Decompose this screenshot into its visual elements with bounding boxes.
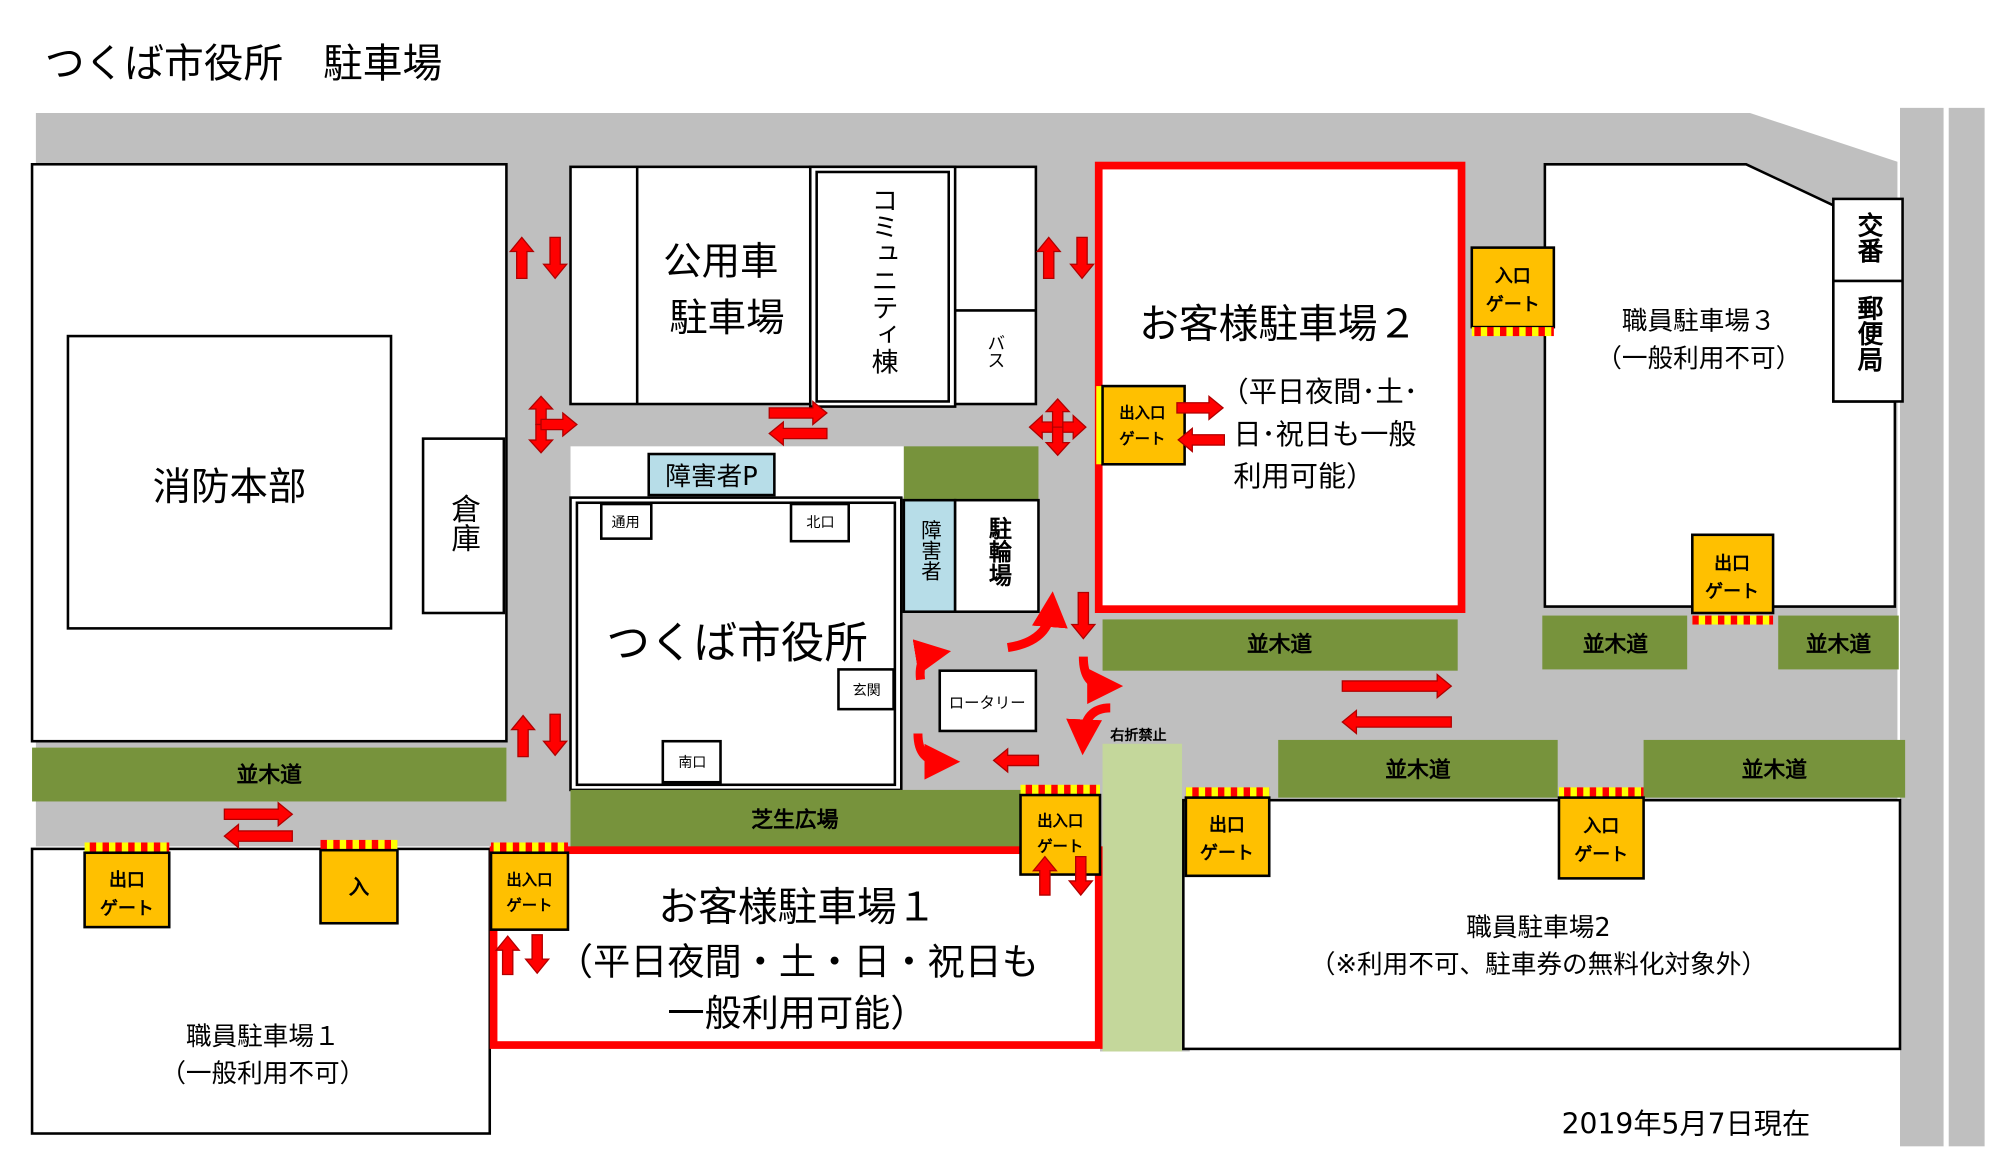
direction-arrow-icon bbox=[1341, 709, 1452, 735]
curve-arrow-icon bbox=[1006, 591, 1068, 653]
svg-text:お客様駐車場１: お客様駐車場１ bbox=[658, 885, 936, 931]
direction-arrow-icon bbox=[508, 236, 535, 280]
svg-text:出入口ゲート: 出入口ゲート bbox=[1119, 403, 1165, 448]
map-title: つくば市役所 駐車場 bbox=[45, 41, 442, 87]
svg-text:並木道: 並木道 bbox=[237, 762, 303, 788]
direction-arrow-icon bbox=[223, 823, 293, 849]
gate-staff-2-exit: 出口ゲート bbox=[1184, 787, 1271, 878]
svg-text:出口ゲート: 出口ゲート bbox=[1200, 814, 1254, 864]
door-entrance: 玄関 bbox=[853, 682, 881, 699]
direction-arrow-icon bbox=[1341, 673, 1453, 699]
community-label: コミュニティ棟 bbox=[867, 186, 898, 374]
gate-staff-3-exit: 出口ゲート bbox=[1691, 533, 1775, 625]
svg-text:並木道: 並木道 bbox=[1742, 757, 1808, 783]
bus-label: バス bbox=[984, 334, 1005, 370]
gate-staff-1-entry: 入 bbox=[319, 839, 399, 925]
accessible-parking-label: 障害者P bbox=[665, 462, 757, 492]
direction-arrow-icon bbox=[542, 236, 569, 280]
staff-parking-3: 職員駐車場３ （一般利用不可） 交番 郵便局 bbox=[1543, 163, 1904, 608]
svg-text:出口ゲート: 出口ゲート bbox=[100, 869, 154, 919]
direction-arrow-icon bbox=[768, 420, 828, 447]
walkway bbox=[1102, 743, 1183, 1052]
fire-hq-label: 消防本部 bbox=[153, 465, 307, 510]
direction-arrow-icon bbox=[494, 935, 521, 976]
direction-arrow-icon bbox=[768, 400, 828, 426]
svg-text:（※利用不可、駐車券の無料化対象外）: （※利用不可、駐車券の無料化対象外） bbox=[1310, 950, 1767, 980]
direction-arrow-icon bbox=[1176, 394, 1225, 421]
direction-arrow-icon bbox=[540, 411, 578, 438]
direction-arrow-icon bbox=[1177, 427, 1225, 453]
direction-arrow-icon bbox=[524, 934, 551, 975]
gate-staff-3-entry: 入口ゲート bbox=[1470, 246, 1556, 337]
gate-visitor-2: 出入口ゲート bbox=[1096, 384, 1186, 466]
direction-arrow-icon bbox=[1070, 591, 1097, 640]
rotary-label: ロータリー bbox=[949, 694, 1026, 712]
gate-staff-1-exit: 出口ゲート bbox=[83, 842, 171, 929]
svg-text:出口ゲート: 出口ゲート bbox=[1705, 552, 1759, 602]
direction-arrow-icon bbox=[1044, 397, 1071, 428]
direction-arrow-icon bbox=[542, 713, 569, 757]
direction-arrow-icon bbox=[510, 714, 536, 758]
rotary-flow-arrows bbox=[912, 591, 1124, 780]
no-right-turn-label: 右折禁止 bbox=[1109, 727, 1166, 744]
svg-text:並木道: 並木道 bbox=[1583, 631, 1649, 657]
official-block: 公用車 駐車場 コミュニティ棟 バス bbox=[569, 165, 1038, 408]
door-south: 南口 bbox=[678, 755, 706, 771]
svg-text:並木道: 並木道 bbox=[1247, 631, 1313, 657]
svg-text:職員駐車場１: 職員駐車場１ bbox=[186, 1022, 340, 1052]
road-right-2 bbox=[1948, 107, 1985, 1147]
road-right-1 bbox=[1900, 107, 1944, 1147]
visitor-parking-1: お客様駐車場１ （平日夜間・土・日・祝日も 一般利用可能） bbox=[489, 846, 1103, 1049]
svg-text:（平日夜間･土･ 日･祝日も一般 利: （平日夜間･土･ 日･祝日も一般 利用可能） bbox=[1221, 375, 1427, 493]
gate-visitor-1-east: 出入口ゲート bbox=[1019, 784, 1102, 876]
direction-arrow-icon bbox=[1044, 426, 1071, 457]
staff-parking-1: 職員駐車場１ （一般利用不可） bbox=[30, 847, 492, 1135]
svg-text:職員駐車場2: 職員駐車場2 bbox=[1466, 913, 1610, 943]
official-parking-label: 公用車 駐車場 bbox=[663, 240, 791, 341]
svg-text:入: 入 bbox=[349, 875, 370, 899]
svg-text:入口ゲート: 入口ゲート bbox=[1574, 816, 1628, 865]
storage-label: 倉庫 bbox=[447, 494, 481, 553]
bicycle-parking-label: 駐輪場 bbox=[984, 516, 1012, 587]
door-service: 通用 bbox=[612, 515, 640, 531]
svg-text:入口ゲート: 入口ゲート bbox=[1486, 266, 1540, 315]
direction-arrow-icon bbox=[223, 801, 294, 828]
svg-text:（一般利用不可）: （一般利用不可） bbox=[160, 1059, 365, 1089]
curve-arrow-icon bbox=[913, 733, 961, 780]
gate-visitor-1-west: 出入口ゲート bbox=[489, 842, 570, 931]
fire-hq-block: 消防本部 倉庫 bbox=[30, 163, 508, 743]
door-north: 北口 bbox=[806, 515, 834, 531]
staff-parking-2: 職員駐車場2 （※利用不可、駐車券の無料化対象外） bbox=[1182, 798, 1902, 1051]
direction-arrow-icon bbox=[528, 423, 555, 454]
koban-label: 交番 bbox=[1853, 210, 1883, 263]
svg-text:職員駐車場３: 職員駐車場３ bbox=[1622, 307, 1776, 337]
svg-text:お客様駐車場２: お客様駐車場２ bbox=[1139, 301, 1417, 347]
svg-text:並木道: 並木道 bbox=[1385, 757, 1451, 783]
direction-arrow-icon bbox=[1067, 855, 1094, 897]
accessible-parking bbox=[647, 452, 776, 497]
direction-arrow-icon bbox=[1035, 236, 1062, 280]
direction-arrow-icon bbox=[992, 747, 1040, 774]
green-areas: 並木道 並木道 並木道 並木道 並木道 並木道 芝生広場 右折禁止 bbox=[32, 615, 1906, 1052]
as-of-date: 2019年5月7日現在 bbox=[1562, 1108, 1811, 1141]
svg-text:（平日夜間・土・日・祝日も: （平日夜間・土・日・祝日も bbox=[556, 940, 1039, 984]
accessible-label: 障害者 bbox=[917, 519, 941, 581]
city-hall-block: 障害者P つくば市役所 通用 北口 玄関 南口 障害者 駐輪場 ロータリー bbox=[569, 446, 1040, 792]
curve-arrow-icon bbox=[1078, 656, 1124, 705]
direction-arrow-icon bbox=[1031, 855, 1058, 896]
lawn-plaza-label: 芝生広場 bbox=[751, 807, 838, 833]
svg-text:並木道: 並木道 bbox=[1806, 631, 1872, 657]
traffic-arrows bbox=[223, 236, 1453, 976]
direction-arrow-icon bbox=[1069, 236, 1095, 280]
gate-staff-2-entry: 入口ゲート bbox=[1557, 787, 1645, 880]
svg-text:（一般利用不可）: （一般利用不可） bbox=[1596, 344, 1801, 374]
curve-arrow-icon bbox=[1066, 703, 1111, 756]
svg-text:出入口ゲート: 出入口ゲート bbox=[506, 870, 552, 915]
city-hall-label: つくば市役所 bbox=[606, 619, 867, 669]
svg-text:出入口ゲート: 出入口ゲート bbox=[1037, 811, 1083, 856]
curve-arrow-icon bbox=[912, 639, 952, 681]
post-office-label: 郵便局 bbox=[1853, 295, 1883, 372]
svg-text:一般利用可能）: 一般利用可能） bbox=[667, 991, 927, 1035]
